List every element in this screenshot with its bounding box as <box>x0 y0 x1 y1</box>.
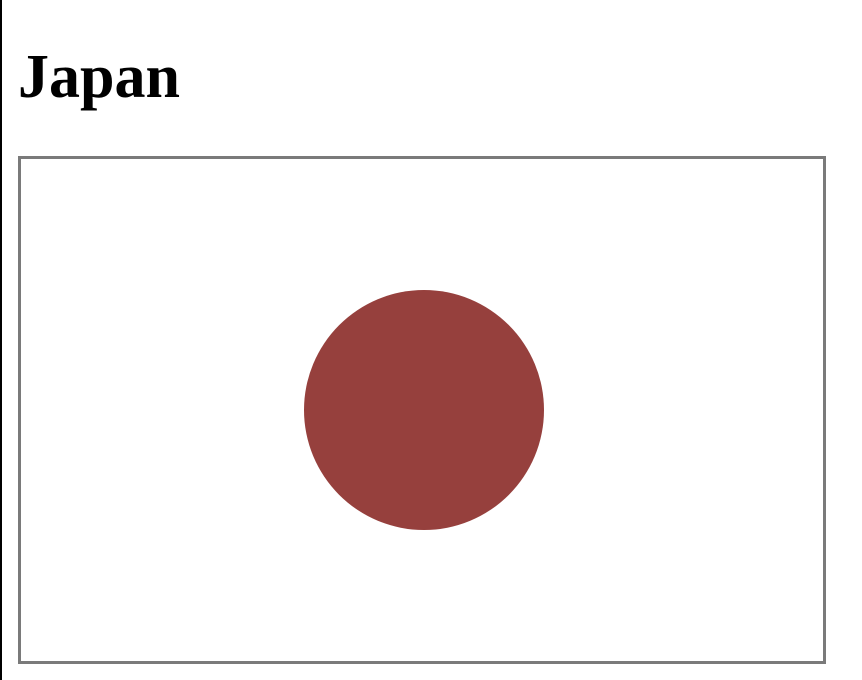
left-edge-rule <box>0 0 2 680</box>
flag-red-disc <box>304 290 544 530</box>
flag-of-japan <box>18 156 826 664</box>
page-title: Japan <box>18 43 180 111</box>
